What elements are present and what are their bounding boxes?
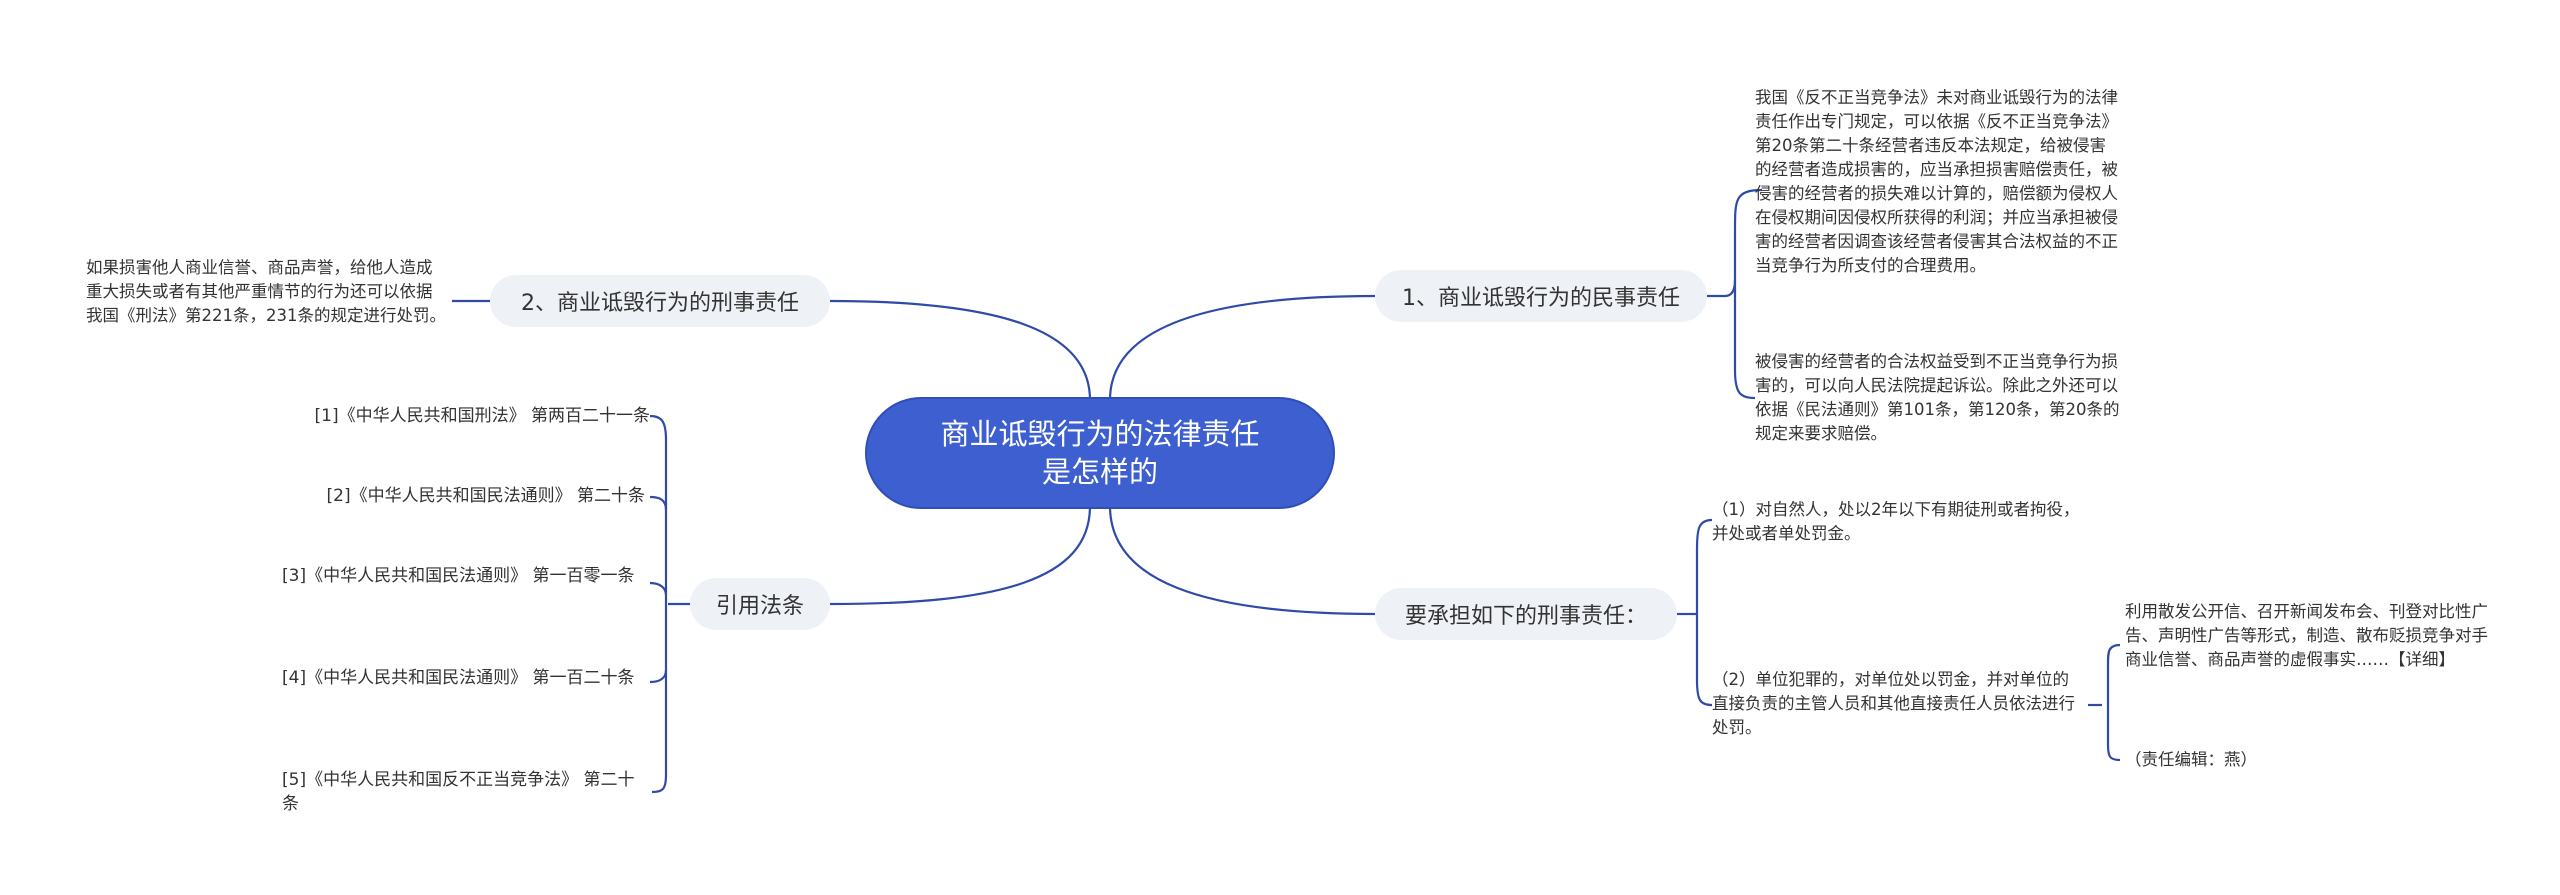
branch-label: 要承担如下的刑事责任： [1404,604,1647,629]
ref-item-3: [3]《中华人民共和国民法通则》 第一百零一条 [282,566,635,586]
ref-item-4: [4]《中华人民共和国民法通则》 第一百二十条 [282,668,635,688]
ref-item-1: [1]《中华人民共和国刑法》 第两百二十一条 [314,406,650,426]
branch-label: 引用法条 [715,594,804,619]
branch-criminal-liability[interactable]: 2、商业诋毁行为的刑事责任 [490,275,830,327]
penalty-leaf-2: （2）单位犯罪的，对单位处以罚金，并对单位的直接负责的主管人员和其他直接责任人员… [1712,670,2075,737]
civil-leaf-2: 被侵害的经营者的合法权益受到不正当竞争行为损害的，可以向人民法院提起诉讼。除此之… [1755,352,2120,443]
ref-item-5: [5]《中华人民共和国反不正当竞争法》 第二十条 [282,770,635,814]
branch-criminal-penalties[interactable]: 要承担如下的刑事责任： [1375,588,1677,640]
detail-leaf[interactable]: 利用散发公开信、召开新闻发布会、刊登对比性广告、声明性广告等形式，制造、散布贬损… [2125,602,2488,669]
root-topic[interactable]: 商业诋毁行为的法律责任 是怎样的 [865,397,1335,509]
criminal-leaf: 如果损害他人商业信誉、商品声誉，给他人造成重大损失或者有其他严重情节的行为还可以… [86,258,446,325]
penalty-leaf-1: （1）对自然人，处以2年以下有期徒刑或者拘役，并处或者单处罚金。 [1712,500,2080,543]
editor-leaf: （责任编辑：燕） [2125,750,2257,769]
branch-label: 2、商业诋毁行为的刑事责任 [521,291,799,316]
branch-civil-liability[interactable]: 1、商业诋毁行为的民事责任 [1375,270,1707,322]
ref-item-2: [2]《中华人民共和国民法通则》 第二十条 [326,486,645,506]
branch-label: 1、商业诋毁行为的民事责任 [1402,286,1680,311]
root-title-line1: 商业诋毁行为的法律责任 [940,417,1260,451]
civil-leaf-1: 我国《反不正当竞争法》未对商业诋毁行为的法律责任作出专门规定，可以依据《反不正当… [1755,88,2118,275]
branch-cited-laws[interactable]: 引用法条 [690,578,830,630]
root-title-line2: 是怎样的 [1041,455,1158,489]
